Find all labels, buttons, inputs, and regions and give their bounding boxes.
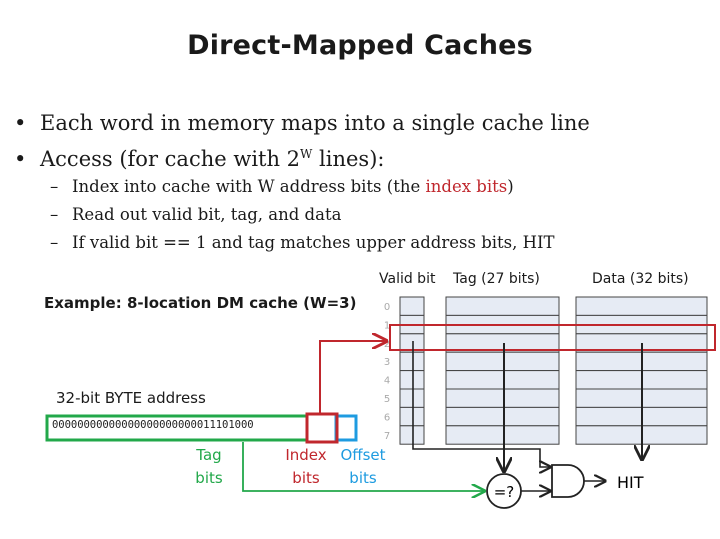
- offset-field-box: [334, 414, 358, 442]
- row-index-label: 3: [384, 357, 390, 368]
- index-arrow: [319, 341, 386, 414]
- tag-cell: [445, 388, 560, 408]
- slide-title: Direct-Mapped Caches: [187, 30, 533, 61]
- valid-bit-header: Valid bit: [379, 271, 436, 287]
- dash: –: [50, 205, 59, 224]
- tag-cell: [445, 425, 560, 445]
- tag-cell: [445, 370, 560, 390]
- sub-text: Read out valid bit, tag, and data: [72, 205, 342, 224]
- superscript: W: [300, 147, 313, 161]
- sub-bullet-1: – Index into cache with W address bits (…: [50, 176, 514, 198]
- selected-row-highlight: [389, 324, 716, 351]
- dash: –: [50, 177, 59, 196]
- row-index-label: 4: [384, 376, 390, 387]
- address-label: 32-bit BYTE address: [56, 389, 206, 407]
- valid-cell: [399, 406, 425, 427]
- data-header: Data (32 bits): [592, 271, 689, 287]
- index-bits-highlight: index bits: [425, 177, 508, 196]
- tag-cell: [445, 351, 560, 372]
- bullet-text: Access (for cache with 2: [40, 147, 301, 171]
- address-tag-bits: 000000000000000000000000111: [52, 419, 223, 431]
- data-cell: [575, 296, 708, 316]
- sub-bullet-2: – Read out valid bit, tag, and data: [50, 204, 342, 226]
- tag-cell: [445, 406, 560, 427]
- row-index-label: 0: [384, 302, 390, 313]
- index-field-box: [305, 412, 339, 444]
- bullet-1: • Each word in memory maps into a single…: [14, 110, 590, 136]
- tag-field-box: [45, 414, 309, 442]
- tag-header: Tag (27 bits): [453, 271, 540, 287]
- sub-text: ): [507, 177, 514, 196]
- address-offset-bits: 00: [240, 419, 254, 431]
- row-index-label: 7: [384, 431, 390, 442]
- row-index-label: 5: [384, 394, 390, 405]
- hit-label: HIT: [617, 473, 644, 492]
- dash: –: [50, 233, 59, 252]
- and-gate: [551, 464, 585, 498]
- comparator-label: =?: [494, 483, 515, 501]
- row-index-label: 6: [384, 412, 390, 423]
- valid-arrow: [412, 341, 550, 467]
- valid-cell: [399, 351, 425, 372]
- bullet-dot: •: [14, 111, 27, 135]
- bullet-text: Each word in memory maps into a single c…: [40, 111, 590, 135]
- address-index-bits: 010: [222, 419, 241, 431]
- row-index-label: 1: [384, 320, 390, 331]
- bullet-2: • Access (for cache with 2W lines):: [14, 146, 385, 172]
- valid-cell: [399, 370, 425, 390]
- sub-text: If valid bit == 1 and tag matches upper …: [72, 233, 555, 252]
- bullet-text: lines):: [312, 147, 385, 171]
- tag-compare-arrow: [242, 442, 484, 491]
- bullet-dot: •: [14, 147, 27, 171]
- valid-cell: [399, 425, 425, 445]
- tag-cell: [445, 296, 560, 316]
- valid-cell: [399, 296, 425, 316]
- sub-text: Index into cache with W address bits (th…: [72, 177, 426, 196]
- address-bits: 00000000000000000000000011101000: [52, 419, 254, 431]
- sub-bullet-3: – If valid bit == 1 and tag matches uppe…: [50, 232, 555, 254]
- example-label: Example: 8-location DM cache (W=3): [44, 294, 357, 312]
- valid-cell: [399, 388, 425, 408]
